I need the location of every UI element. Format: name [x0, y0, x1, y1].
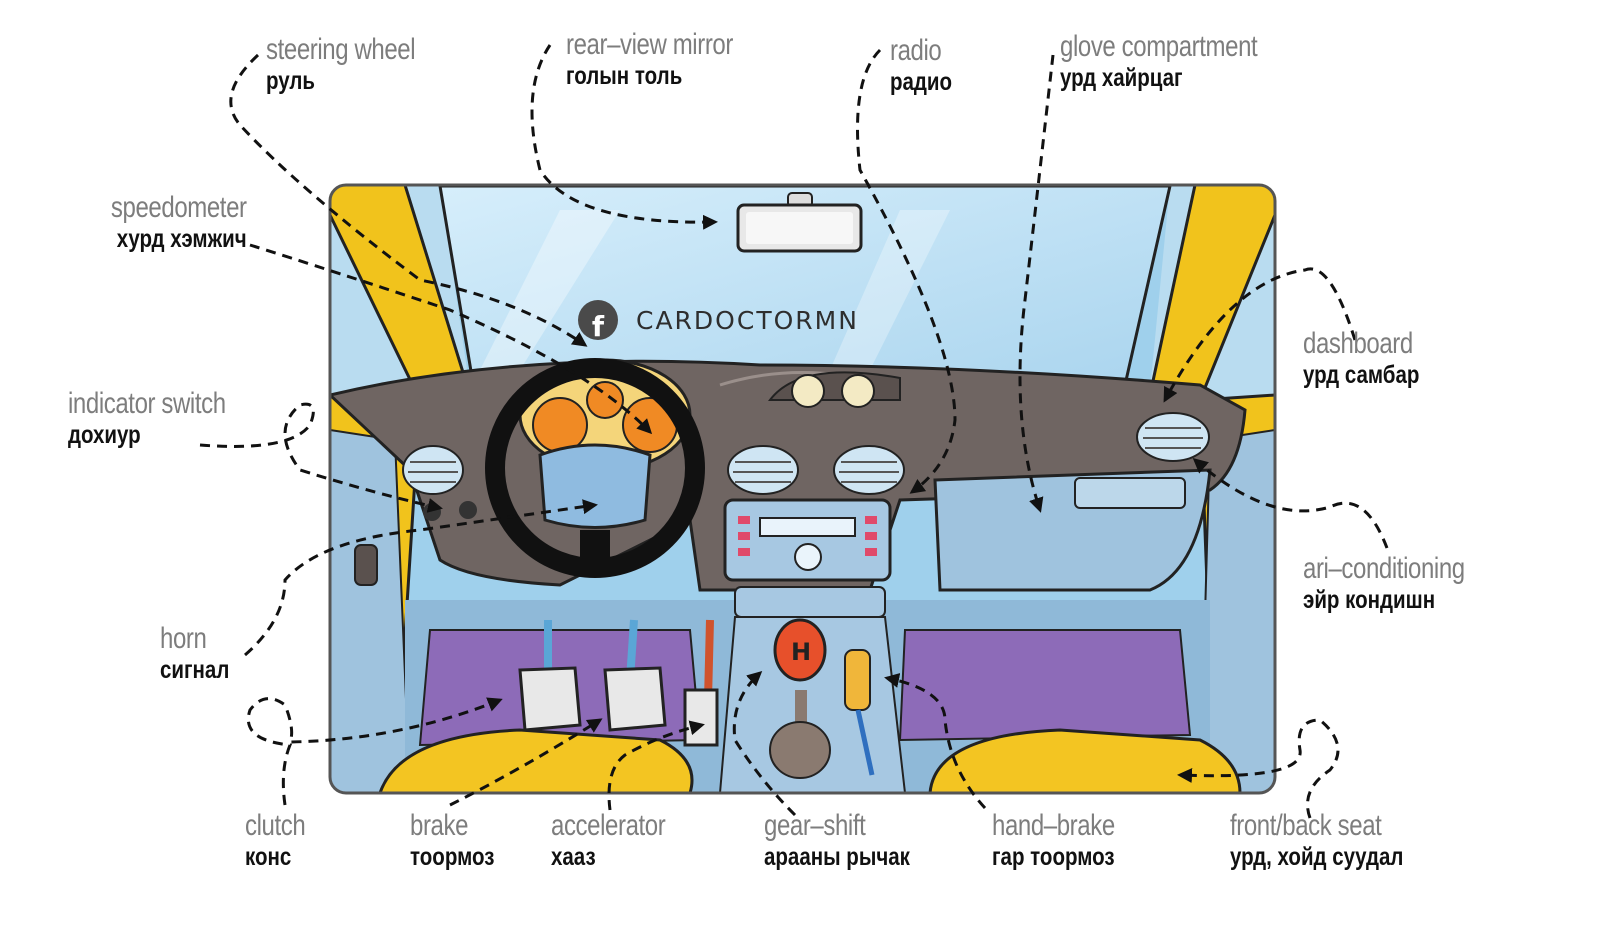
leader-radio — [856, 48, 957, 494]
label-clutch: clutch конс — [245, 810, 320, 870]
label-mn: тоормоз — [410, 842, 495, 871]
label-mn: радио — [890, 67, 953, 96]
label-radio: radio радио — [890, 35, 966, 95]
label-en: steering wheel — [266, 33, 416, 66]
label-en: speedometer — [111, 191, 247, 224]
label-mn: сигнал — [160, 655, 230, 684]
label-accelerator: accelerator хааз — [551, 810, 694, 870]
label-steering-wheel: steering wheel руль — [266, 34, 452, 94]
label-mn: гар тоормоз — [992, 842, 1115, 871]
label-en: hand–brake — [992, 809, 1115, 842]
leader-clutch — [247, 697, 503, 806]
label-en: ari–conditioning — [1303, 552, 1465, 585]
leader-glove-compartment — [1018, 54, 1055, 513]
leader-speedometer — [249, 243, 653, 435]
label-mn: дохиур — [68, 420, 141, 449]
label-en: radio — [890, 34, 942, 67]
facebook-icon: f — [578, 300, 618, 340]
label-hand-brake: hand–brake гар тоормоз — [992, 810, 1145, 870]
leader-horn — [244, 499, 598, 657]
leader-steering-wheel — [229, 53, 588, 347]
label-mn: голын толь — [566, 61, 683, 90]
leader-hand-brake — [884, 673, 987, 810]
label-front-back-seat: front/back seat урд, хойд суудал — [1230, 810, 1441, 870]
leader-air-conditioning — [1192, 458, 1389, 549]
label-mn: хурд хэмжич — [117, 224, 248, 253]
label-mn: эйр кондишн — [1303, 585, 1436, 614]
label-mn: хааз — [551, 842, 596, 871]
label-mn: конс — [245, 842, 292, 871]
label-air-conditioning: ari–conditioning эйр кондишн — [1303, 553, 1505, 613]
label-mn: руль — [266, 66, 316, 95]
leader-accelerator — [607, 720, 705, 811]
label-en: accelerator — [551, 809, 666, 842]
leader-rear-view-mirror — [530, 44, 718, 230]
label-en: front/back seat — [1230, 809, 1382, 842]
label-mn: урд хайрцаг — [1060, 63, 1183, 92]
leader-front-back-seat — [1177, 718, 1340, 819]
label-dashboard: dashboard урд самбар — [1303, 328, 1445, 388]
label-en: glove compartment — [1060, 30, 1258, 63]
label-en: brake — [410, 809, 469, 842]
label-mn: урд, хойд суудал — [1230, 842, 1404, 871]
label-en: indicator switch — [68, 387, 226, 420]
label-glove-compartment: glove compartment урд хайрцаг — [1060, 31, 1307, 91]
label-en: dashboard — [1303, 327, 1413, 360]
label-rear-view-mirror: rear–view mirror голын толь — [566, 29, 775, 89]
label-speedometer: speedometer хурд хэмжич — [77, 192, 247, 252]
label-en: gear–shift — [764, 809, 866, 842]
label-en: rear–view mirror — [566, 28, 733, 61]
brand-watermark: f CARDOCTORMN — [578, 298, 859, 342]
label-gear-shift: gear–shift арааны рычак — [764, 810, 942, 870]
label-en: clutch — [245, 809, 306, 842]
leader-brake — [449, 718, 603, 807]
svg-text:H: H — [791, 638, 811, 666]
label-brake: brake тоормоз — [410, 810, 513, 870]
leader-indicator-switch — [199, 402, 443, 513]
label-mn: урд самбар — [1303, 360, 1420, 389]
leader-lines — [199, 44, 1389, 819]
leader-dashboard — [1163, 267, 1357, 403]
interior-scene: H — [330, 185, 1275, 793]
label-mn: арааны рычак — [764, 842, 910, 871]
label-horn: horn сигнал — [160, 623, 245, 683]
brand-name: CARDOCTORMN — [636, 305, 859, 335]
illustration-frame — [328, 183, 1277, 795]
label-indicator-switch: indicator switch дохиур — [68, 388, 265, 448]
label-en: horn — [160, 622, 207, 655]
